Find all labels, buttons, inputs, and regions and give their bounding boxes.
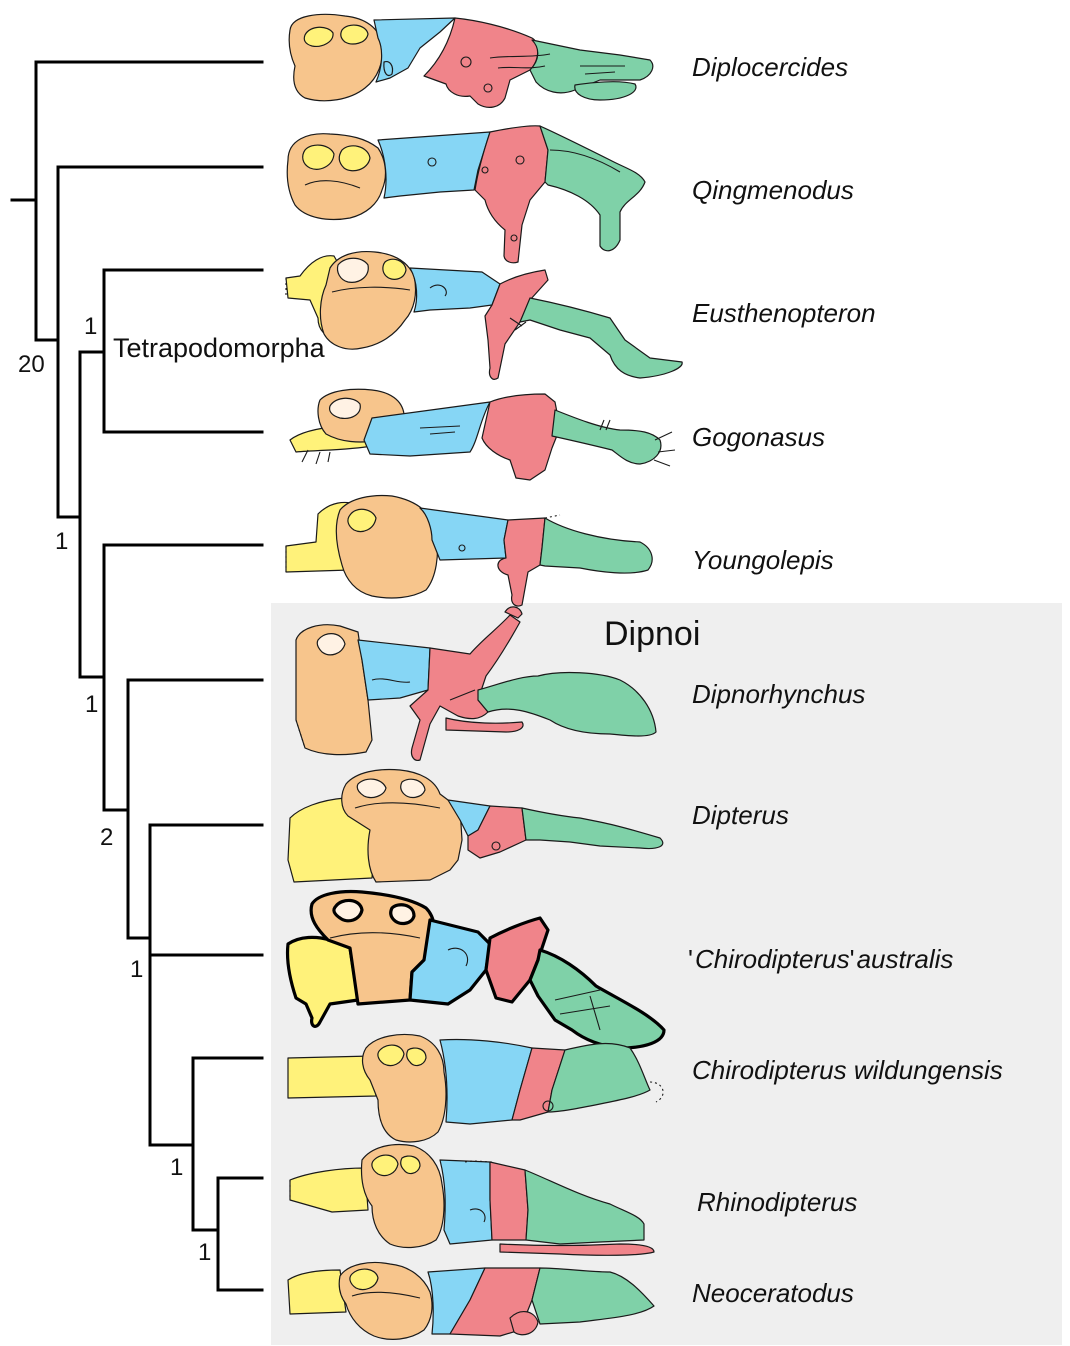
clade-label-dipnoi: Dipnoi: [604, 615, 700, 653]
braincase-eusthenopteron: [286, 252, 682, 380]
taxon-label-youngolepis: Youngolepis: [692, 545, 834, 575]
cladogram: [12, 62, 262, 1290]
taxon-label-chirodipterus-australis: 'Chirodipterus'australis: [688, 944, 953, 974]
support-dipterus-clade: 1: [130, 956, 143, 983]
braincase-gogonasus: [290, 389, 675, 480]
taxon-label-dipterus: Dipterus: [692, 800, 789, 830]
quote-close: ': [850, 944, 855, 974]
support-root: 20: [18, 351, 45, 378]
braincase-qingmenodus: [287, 126, 645, 263]
taxon-label-dipnorhynchus: Dipnorhynchus: [692, 679, 865, 709]
species-australis: australis: [857, 944, 954, 974]
taxon-label-chirodipterus-wildungensis: Chirodipterus wildungensis: [692, 1055, 1003, 1085]
support-tetrapodomorpha: 1: [84, 313, 97, 340]
taxon-label-gogonasus: Gogonasus: [692, 422, 825, 452]
braincase-youngolepis: [286, 496, 652, 606]
support-dipnoi: 2: [100, 824, 113, 851]
quote-open: ': [688, 944, 693, 974]
support-osteichthyan-clade: 1: [55, 528, 68, 555]
clade-label-tetrapodomorpha: Tetrapodomorpha: [113, 333, 326, 363]
taxon-label-neoceratodus: Neoceratodus: [692, 1278, 854, 1308]
support-youngolepis-dipnoi: 1: [85, 691, 98, 718]
taxon-label-diplocercides: Diplocercides: [692, 52, 848, 82]
taxon-label-eusthenopteron: Eusthenopteron: [692, 298, 876, 328]
support-rhino-neo: 1: [198, 1239, 211, 1266]
support-chirodipterus-clade: 1: [170, 1154, 183, 1181]
taxon-label-qingmenodus: Qingmenodus: [692, 175, 854, 205]
taxon-label-rhinodipterus: Rhinodipterus: [697, 1187, 857, 1217]
braincase-diplocercides: [289, 14, 653, 107]
genus-chirodipterus: Chirodipterus: [695, 944, 850, 974]
